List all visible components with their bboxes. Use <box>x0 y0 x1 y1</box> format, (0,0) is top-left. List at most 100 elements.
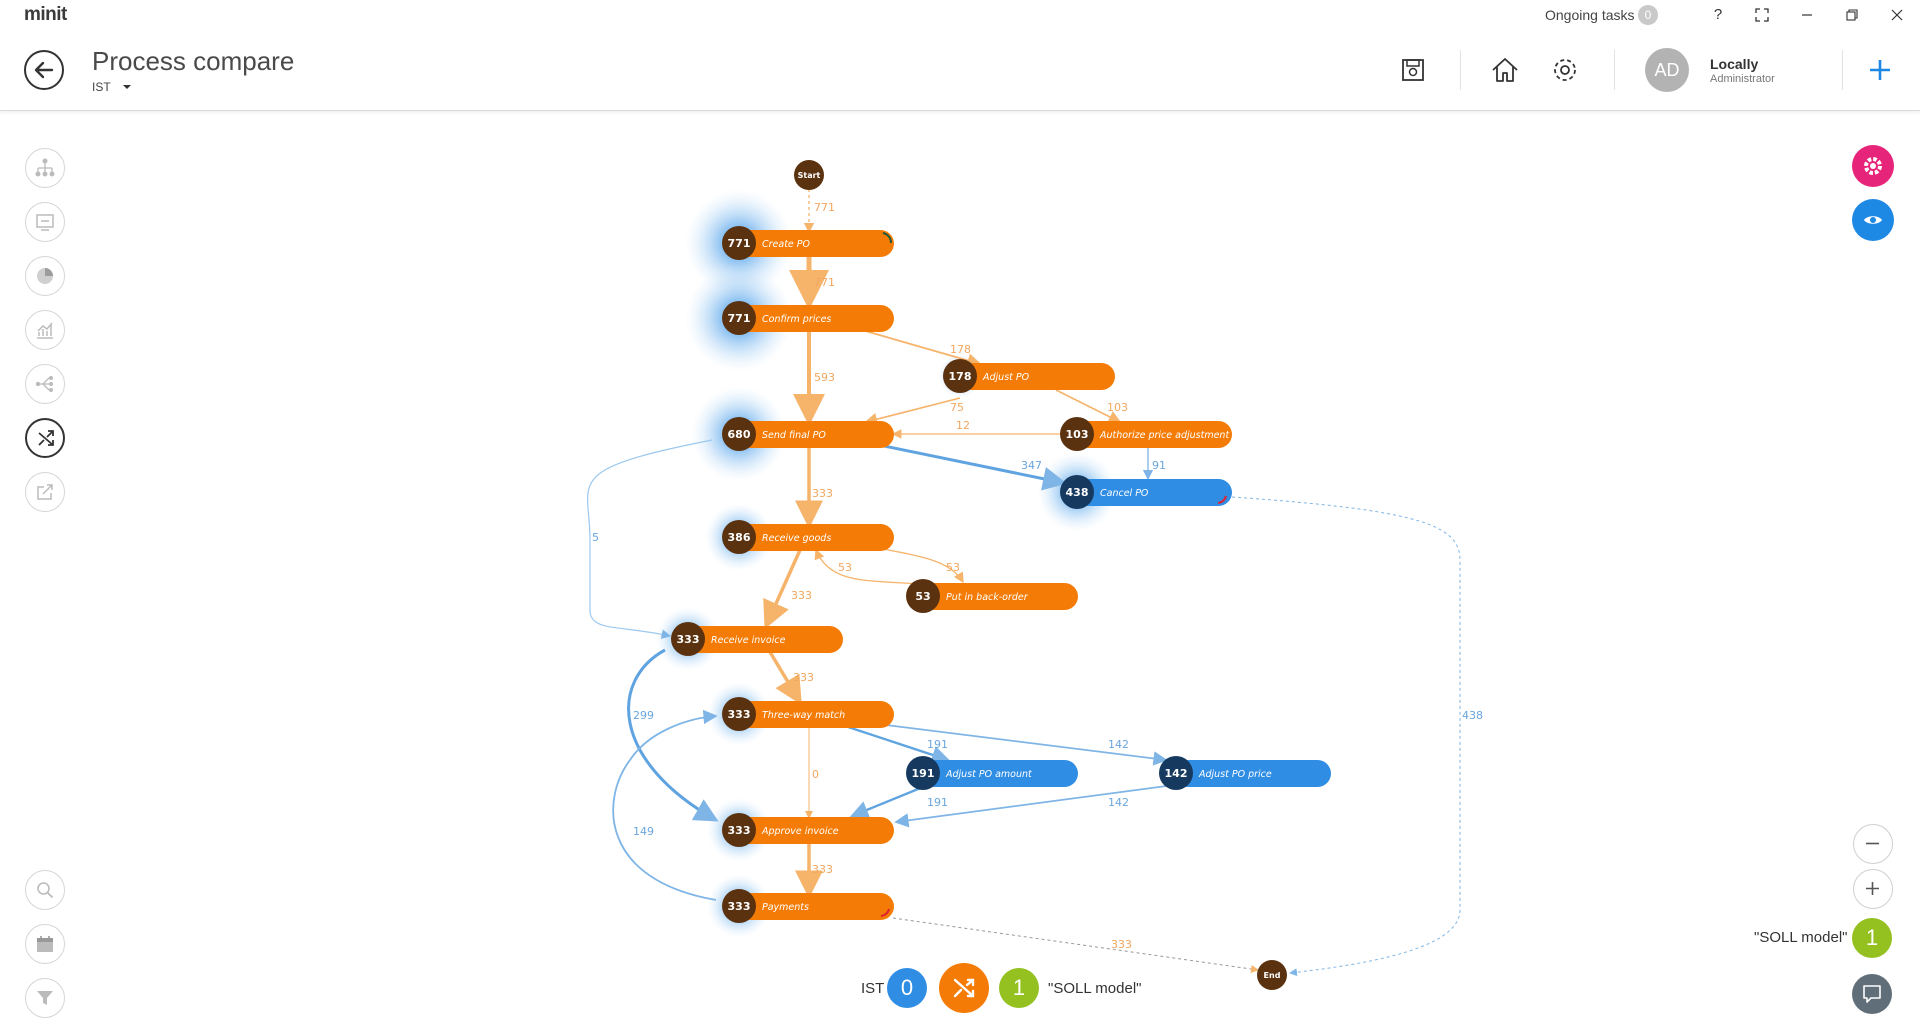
activity-payments[interactable]: 333 Payments <box>722 889 894 923</box>
edge-label: 142 <box>1108 796 1129 809</box>
pie-chart-button[interactable] <box>25 256 65 296</box>
edge-labels: 771 771 178 593 75 103 12 91 347 333 5 5… <box>592 201 1483 951</box>
gear-icon <box>1864 157 1882 175</box>
activity-count: 333 <box>728 824 751 837</box>
edge-label: 191 <box>927 796 948 809</box>
restore-button[interactable] <box>1838 4 1866 26</box>
edge-label: 771 <box>814 201 835 214</box>
ist-count-badge[interactable]: 0 <box>887 968 927 1008</box>
filter-button[interactable] <box>25 978 65 1018</box>
edge-invoice-match <box>768 651 802 706</box>
edge-adjust-send <box>864 397 961 426</box>
activity-put-in-back-order[interactable]: 53 Put in back-order <box>906 579 1078 613</box>
close-button[interactable] <box>1883 4 1911 26</box>
edge-label: 75 <box>950 401 964 414</box>
search-icon <box>37 882 54 899</box>
minimize-button[interactable] <box>1793 4 1821 26</box>
header-separator <box>1614 50 1615 90</box>
ongoing-tasks-label[interactable]: Ongoing tasks <box>1545 7 1635 23</box>
activity-adjust-po-amount[interactable]: 191 Adjust PO amount <box>906 756 1078 790</box>
variants-button[interactable] <box>25 364 65 404</box>
avatar[interactable]: AD <box>1645 48 1689 92</box>
help-button[interactable]: ? <box>1713 6 1723 23</box>
minus-icon <box>1866 842 1879 845</box>
export-button[interactable] <box>25 472 65 512</box>
edge-label: 593 <box>814 371 835 384</box>
search-button[interactable] <box>25 870 65 910</box>
start-node[interactable]: Start <box>794 160 824 190</box>
edge-label: 333 <box>812 487 833 500</box>
activity-approve-invoice[interactable]: 333 Approve invoice <box>722 813 894 847</box>
soll-model-label: "SOLL model" <box>1754 929 1848 946</box>
restore-icon <box>1846 9 1858 21</box>
compare-toggle-button[interactable] <box>939 963 989 1013</box>
pie-chart-icon <box>37 268 53 284</box>
calendar-button[interactable] <box>25 924 65 964</box>
edge-label: 299 <box>633 709 654 722</box>
activity-count: 191 <box>912 767 935 780</box>
zoom-out-button[interactable] <box>1853 824 1893 864</box>
eye-icon <box>1864 216 1882 224</box>
ist-label: IST <box>861 980 885 997</box>
edge-goods-invoice <box>763 549 802 630</box>
user-role: Administrator <box>1710 73 1775 85</box>
home-button[interactable] <box>1487 52 1523 88</box>
back-button[interactable] <box>24 50 64 90</box>
edge-backorder-goods <box>814 548 919 585</box>
activity-count: 103 <box>1066 428 1089 441</box>
zoom-in-button[interactable] <box>1853 869 1893 909</box>
settings-button[interactable] <box>1547 52 1583 88</box>
page-title: Process compare <box>92 46 295 76</box>
statistics-button[interactable] <box>25 310 65 350</box>
ongoing-tasks-badge[interactable]: 0 <box>1638 5 1658 25</box>
graph-settings-button[interactable] <box>1852 145 1894 187</box>
activity-send-final-po[interactable]: 680 Send final PO <box>722 417 894 451</box>
activity-confirm-prices[interactable]: 771 Confirm prices <box>722 301 894 335</box>
edge-match-po-amount <box>841 723 951 764</box>
edge-invoice-approve <box>627 648 719 822</box>
activity-adjust-po-price[interactable]: 142 Adjust PO price <box>1159 756 1331 790</box>
activity-label: Create PO <box>762 239 811 250</box>
activity-label: Put in back-order <box>946 592 1029 603</box>
process-map-icon <box>35 158 55 177</box>
app-logo: minit <box>24 4 67 25</box>
dashboard-icon <box>36 214 54 231</box>
compare-icon <box>38 430 54 446</box>
activity-count: 333 <box>677 633 700 646</box>
activity-three-way-match[interactable]: 333 Three-way match <box>722 697 894 731</box>
export-icon <box>37 484 53 500</box>
activity-authorize-price-adjustment[interactable]: 103 Authorize price adjustment <box>1060 417 1232 451</box>
save-icon <box>1402 59 1424 81</box>
header-separator <box>1842 50 1843 90</box>
activity-receive-invoice[interactable]: 333 Receive invoice <box>671 622 843 656</box>
add-button[interactable] <box>1862 52 1898 88</box>
activity-create-po[interactable]: 771 Create PO <box>722 226 894 260</box>
compare-button[interactable] <box>25 418 65 458</box>
home-icon <box>1492 58 1518 82</box>
save-view-button[interactable] <box>1395 52 1431 88</box>
activity-count: 333 <box>728 900 751 913</box>
process-map-button[interactable] <box>25 148 65 188</box>
chat-button[interactable] <box>1852 974 1892 1014</box>
edge-label: 438 <box>1462 709 1483 722</box>
activity-count: 438 <box>1066 486 1089 499</box>
activity-label: Adjust PO <box>982 372 1030 383</box>
header <box>0 30 1920 111</box>
end-node[interactable]: End <box>1257 960 1287 990</box>
activity-adjust-po[interactable]: 178 Adjust PO <box>943 359 1115 393</box>
activity-count: 386 <box>728 531 751 544</box>
activity-cancel-po[interactable]: 438 Cancel PO <box>1060 475 1232 509</box>
edge-label: 333 <box>812 863 833 876</box>
edge-goods-backorder <box>871 546 964 584</box>
soll-model-badge[interactable]: 1 <box>1852 918 1892 958</box>
activity-receive-goods[interactable]: 386 Receive goods <box>722 520 894 554</box>
fullscreen-button[interactable] <box>1748 4 1776 26</box>
edge-label: 149 <box>633 825 654 838</box>
plus-icon <box>1866 882 1879 895</box>
visibility-button[interactable] <box>1852 199 1894 241</box>
dashboard-button[interactable] <box>25 202 65 242</box>
chat-icon <box>1863 985 1881 1003</box>
dataset-select[interactable]: IST <box>92 80 132 94</box>
soll-count-badge[interactable]: 1 <box>999 968 1039 1008</box>
